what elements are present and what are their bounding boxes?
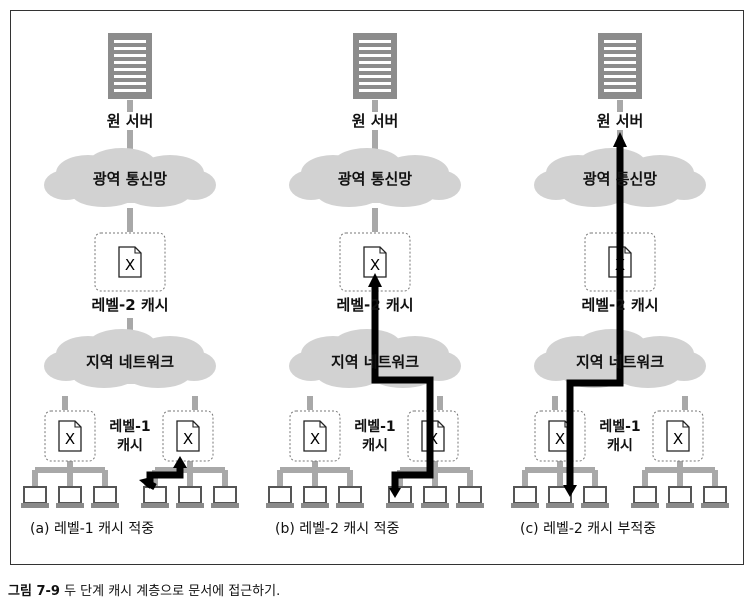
client-pc-icon-b4 bbox=[421, 486, 449, 508]
client-pc-icon-c2 bbox=[581, 486, 609, 508]
client-pc-icon-b1 bbox=[301, 486, 329, 508]
lan-label-b: 지역 네트워크 bbox=[330, 353, 420, 371]
l1-cache-label-line1: 레벨-1 bbox=[109, 419, 151, 435]
client-pc-icon-a2 bbox=[91, 486, 119, 508]
l2-cache-box-a: X bbox=[94, 232, 166, 292]
l1-cache-left-box-a: X bbox=[44, 410, 96, 462]
path-arrow-miss-down bbox=[563, 260, 624, 497]
client-pc-icon-c0 bbox=[511, 486, 539, 508]
l1-cache-label-line2: 캐시 bbox=[117, 438, 143, 454]
l1-cache-label-line2: 캐시 bbox=[607, 438, 633, 454]
l1-cache-right-box-c: X bbox=[652, 410, 704, 462]
diagram-frame bbox=[10, 10, 744, 565]
panel-a-caption: (a) 레벨-1 캐시 적중 bbox=[30, 521, 155, 537]
lan-label-a: 지역 네트워크 bbox=[85, 353, 175, 371]
l2-cache-label-c: 레벨-2 캐시 bbox=[581, 296, 659, 314]
l1-cache-left-box-c: X bbox=[534, 410, 586, 462]
panel-b-caption: (b) 레벨-2 캐시 적중 bbox=[275, 521, 400, 537]
client-pc-icon-a3 bbox=[141, 486, 169, 508]
document-icon-label: X bbox=[125, 256, 135, 274]
origin-server-icon-b bbox=[353, 33, 397, 99]
l2-cache-label-a: 레벨-2 캐시 bbox=[91, 296, 169, 314]
l1-cache-label-line2: 캐시 bbox=[362, 438, 388, 454]
client-pc-icon-c5 bbox=[701, 486, 729, 508]
l1-cache-label-a: 레벨-1 캐시 bbox=[109, 418, 150, 456]
l1-cache-label-line1: 레벨-1 bbox=[354, 419, 396, 435]
path-arrow-level2-return bbox=[389, 482, 401, 498]
client-pc-icon-b5 bbox=[456, 486, 484, 508]
l1-cache-label-b: 레벨-1 캐시 bbox=[354, 418, 395, 456]
wan-label-b: 광역 통신망 bbox=[337, 170, 413, 188]
l2-cache-box-b: X bbox=[339, 232, 411, 292]
wan-cloud-a bbox=[44, 148, 216, 207]
l1-cache-label-c: 레벨-1 캐시 bbox=[599, 418, 640, 456]
lan-label-c: 지역 네트워크 bbox=[575, 353, 665, 371]
figure-number: 그림 7-9 bbox=[8, 584, 60, 599]
wan-label-a: 광역 통신망 bbox=[92, 170, 168, 188]
l1-cache-right-box-a: X bbox=[162, 410, 214, 462]
figure-caption-text: 두 단계 캐시 계층으로 문서에 접근하기. bbox=[59, 584, 281, 599]
origin-server-label-b: 원 서버 bbox=[351, 112, 399, 130]
document-icon-label: X bbox=[555, 430, 565, 448]
path-arrow-miss-up bbox=[613, 132, 627, 260]
figure-caption: 그림 7-9 두 단계 캐시 계층으로 문서에 접근하기. bbox=[8, 580, 280, 599]
document-icon-label: X bbox=[183, 430, 193, 448]
origin-server-label-c: 원 서버 bbox=[596, 112, 644, 130]
l1-cache-left-box-b: X bbox=[289, 410, 341, 462]
document-icon-label: X bbox=[65, 430, 75, 448]
lan-cloud-c bbox=[534, 329, 706, 388]
l1-cache-label-line1: 레벨-1 bbox=[599, 419, 641, 435]
document-icon-label: X bbox=[370, 256, 380, 274]
client-pc-icon-b0 bbox=[266, 486, 294, 508]
document-icon-label: X bbox=[310, 430, 320, 448]
client-pc-icon-a4 bbox=[176, 486, 204, 508]
wan-label-c: 광역 통신망 bbox=[582, 170, 658, 188]
client-pc-icon-a1 bbox=[56, 486, 84, 508]
wan-cloud-c bbox=[534, 148, 706, 207]
wan-cloud-b bbox=[289, 148, 461, 207]
origin-server-icon-a bbox=[108, 33, 152, 99]
document-icon-label: X bbox=[673, 430, 683, 448]
client-pc-icon-a5 bbox=[211, 486, 239, 508]
client-pc-icon-c3 bbox=[631, 486, 659, 508]
l2-cache-label-b: 레벨-2 캐시 bbox=[336, 296, 414, 314]
path-arrow-level2-hit bbox=[368, 273, 434, 488]
origin-server-label-a: 원 서버 bbox=[106, 112, 154, 130]
client-pc-icon-b3 bbox=[386, 486, 414, 508]
client-pc-icon-a0 bbox=[21, 486, 49, 508]
client-pc-icon-b2 bbox=[336, 486, 364, 508]
origin-server-icon-c bbox=[598, 33, 642, 99]
panel-c-caption: (c) 레벨-2 캐시 부적중 bbox=[520, 521, 657, 537]
lan-cloud-a bbox=[44, 329, 216, 388]
path-arrow-level1-return bbox=[139, 478, 157, 491]
client-pc-icon-c4 bbox=[666, 486, 694, 508]
